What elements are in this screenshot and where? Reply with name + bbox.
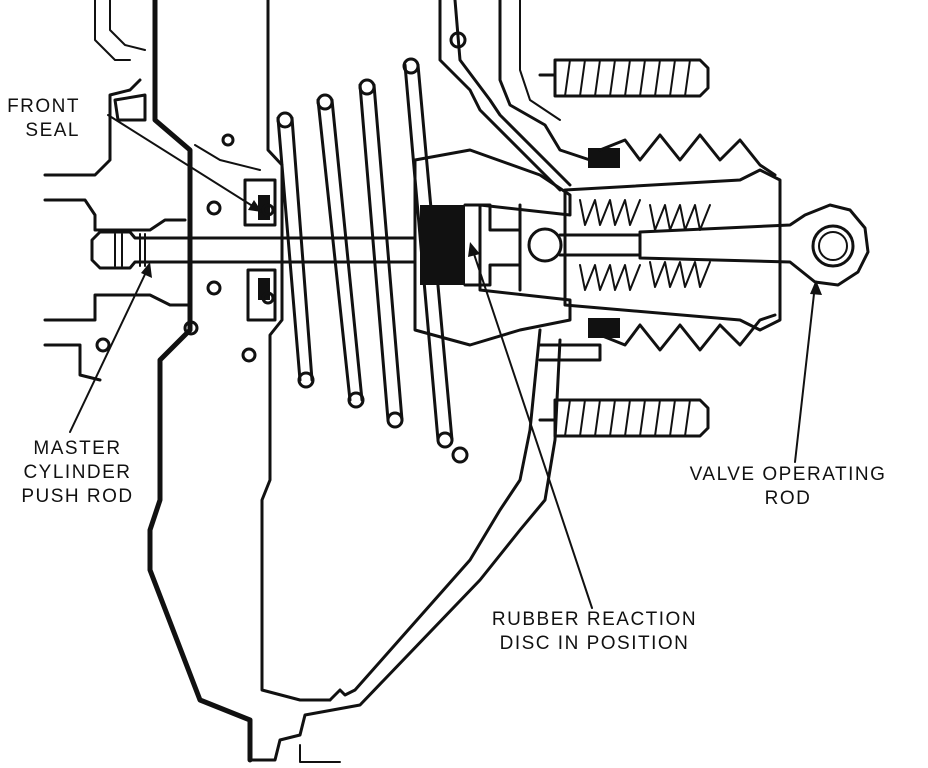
label-master-cylinder-push-rod: MASTER CYLINDER PUSH ROD <box>10 437 145 509</box>
label-front-seal: FRONT SEAL <box>0 95 80 143</box>
leader-push-rod-arrowhead <box>141 262 152 278</box>
valve-operating-rod <box>638 203 870 287</box>
master-cylinder-push-rod <box>90 230 417 270</box>
leader-push-rod <box>69 267 149 433</box>
label-valve-rod-line-1: VALVE OPERATING <box>689 464 887 485</box>
leader-valve-rod <box>794 284 816 463</box>
label-front-seal-line-2: SEAL <box>25 120 80 141</box>
mounting-studs <box>538 58 710 438</box>
diaphragm-return-spring <box>276 31 469 464</box>
leader-front-seal-arrowhead <box>248 200 262 212</box>
label-valve-operating-rod: VALVE OPERATING ROD <box>668 463 908 511</box>
diaphragm-hub <box>413 148 642 347</box>
rubber-boot <box>538 133 777 362</box>
leader-lines <box>69 114 822 609</box>
label-reaction-disc-line-1: RUBBER REACTION <box>491 609 698 630</box>
leader-reaction-disc-arrowhead <box>468 242 480 257</box>
booster-housing <box>147 0 592 763</box>
front-shell-details <box>43 0 261 382</box>
label-front-seal-line-1: FRONT <box>7 96 80 117</box>
leader-front-seal <box>107 114 263 213</box>
leader-reaction-disc <box>471 247 593 609</box>
leader-valve-rod-arrowhead <box>810 280 822 295</box>
label-valve-rod-line-2: ROD <box>764 488 812 509</box>
label-reaction-disc-line-2: DISC IN POSITION <box>499 633 690 654</box>
front-seal <box>243 178 277 322</box>
label-push-rod-line-1: MASTER <box>33 438 122 459</box>
label-rubber-reaction-disc: RUBBER REACTION DISC IN POSITION <box>472 608 717 656</box>
label-push-rod-line-2: CYLINDER <box>23 462 132 483</box>
valve-body <box>563 148 782 338</box>
label-push-rod-line-3: PUSH ROD <box>21 486 134 507</box>
